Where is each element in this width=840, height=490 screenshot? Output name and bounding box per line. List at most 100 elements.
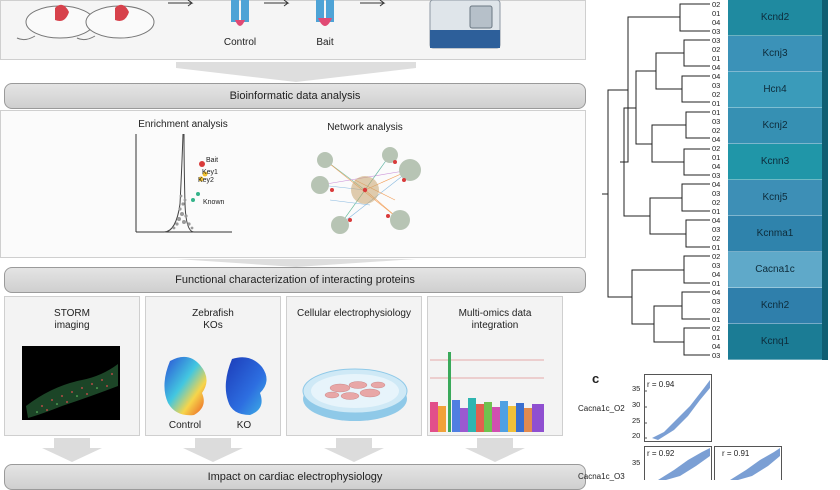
panel-letter: c [592, 371, 600, 386]
scatter-plot [714, 446, 782, 480]
gene-label: Kcnj3 [762, 48, 788, 59]
multiomics-title: Multi-omics data integration [458, 308, 532, 331]
replicate-label: 01 [712, 207, 721, 216]
zebrafish-control-label: Control [168, 420, 202, 431]
y-tick: 35 [632, 384, 641, 393]
replicate-label: 04 [712, 18, 721, 27]
replicate-label: 01 [712, 333, 721, 342]
manhattan-plot [430, 352, 544, 432]
gene-block: Kcnd2 [728, 0, 822, 36]
replicate-label: 01 [712, 315, 721, 324]
replicate-label: 02 [712, 90, 721, 99]
replicate-label: 01 [712, 54, 721, 63]
replicate-label: 04 [712, 162, 721, 171]
replicate-label: 04 [712, 63, 721, 72]
gene-block: Kcnn3 [728, 144, 822, 180]
replicate-label: 01 [712, 108, 721, 117]
volcano-known-label: Known [203, 199, 225, 206]
replicate-label: 04 [712, 288, 721, 297]
replicate-label: 03 [712, 261, 721, 270]
zebrafish-ko-heart [225, 357, 267, 415]
replicate-label: 02 [712, 306, 721, 315]
replicate-label: 01 [712, 279, 721, 288]
control-protein-icon [231, 0, 249, 26]
network-graph [311, 147, 421, 234]
down-arrow-icon [176, 259, 416, 267]
replicate-label: 02 [712, 126, 721, 135]
gene-block: Kcnq1 [728, 324, 822, 360]
zebrafish-ko-label: KO [236, 420, 252, 431]
replicate-label: 03 [712, 297, 721, 306]
replicate-label: 03 [712, 27, 721, 36]
storm-image [22, 346, 120, 420]
control-label: Control [223, 37, 257, 48]
gene-block: Kcnj2 [728, 108, 822, 144]
scatter-plot [644, 374, 712, 442]
gene-label: Kcnj2 [762, 120, 788, 131]
r-value: r = 0.91 [722, 449, 750, 458]
down-arrow-icon [42, 438, 102, 462]
replicate-label: 01 [712, 99, 721, 108]
replicate-label: 03 [712, 171, 721, 180]
scatter-plot [644, 446, 712, 480]
bioinformatic-bar: Bioinformatic data analysis [4, 83, 586, 109]
volcano-key2-label: Key2 [198, 177, 214, 184]
volcano-plot [135, 134, 232, 233]
replicate-label: 03 [712, 117, 721, 126]
replicate-label: 04 [712, 342, 721, 351]
replicate-label: 02 [712, 252, 721, 261]
replicate-label: 03 [712, 225, 721, 234]
dendrogram-tree [602, 3, 710, 356]
replicate-label: 03 [712, 81, 721, 90]
gene-label: Kcnma1 [756, 228, 794, 239]
replicate-label: 04 [712, 270, 721, 279]
functional-bar: Functional characterization of interacti… [4, 267, 586, 293]
gene-block: Kcnj3 [728, 36, 822, 72]
mice-illustration [16, 4, 155, 41]
replicate-label: 03 [712, 189, 721, 198]
replicate-label: 02 [712, 198, 721, 207]
replicate-label: 02 [712, 45, 721, 54]
volcano-key1-label: Key1 [202, 169, 218, 176]
arrow-icon [168, 0, 194, 7]
replicate-label: 01 [712, 9, 721, 18]
correlation-row-label: Cacna1c_O2 [578, 404, 625, 413]
bait-label: Bait [316, 37, 334, 48]
replicate-label: 04 [712, 180, 721, 189]
gene-label: Kcnn3 [760, 156, 790, 167]
down-arrow-icon [324, 438, 384, 462]
volcano-bait-label: Bait [206, 157, 219, 164]
y-tick: 30 [632, 400, 641, 409]
gene-strip-edge [822, 0, 828, 360]
replicate-label: 01 [712, 153, 721, 162]
down-arrow-icon [176, 62, 416, 82]
network-title: Network analysis [327, 122, 403, 133]
petri-dish-illustration [302, 368, 408, 421]
gene-label: Cacna1c [755, 264, 795, 275]
replicate-label: 02 [712, 144, 721, 153]
replicate-label: 04 [712, 135, 721, 144]
enrichment-title: Enrichment analysis [138, 119, 228, 130]
replicate-label: 01 [712, 243, 721, 252]
arrow-icon [264, 0, 290, 7]
replicate-label: 03 [712, 36, 721, 45]
gene-block: Kcnma1 [728, 216, 822, 252]
y-tick: 25 [632, 416, 641, 425]
replicate-label: 03 [712, 351, 721, 360]
impact-bar-label: Impact on cardiac electrophysiology [207, 471, 383, 483]
replicate-label: 04 [712, 72, 721, 81]
gene-block: Cacna1c [728, 252, 822, 288]
gene-block: Kcnh2 [728, 288, 822, 324]
arrow-icon [360, 0, 386, 7]
r-value: r = 0.92 [647, 449, 675, 458]
gene-label: Kcnq1 [760, 336, 790, 347]
replicate-label: 02 [712, 0, 721, 9]
r-value: r = 0.94 [647, 380, 675, 389]
replicate-label: 04 [712, 216, 721, 225]
correlation-row-label: Cacna1c_O3 [578, 472, 625, 481]
bait-protein-icon [316, 0, 334, 26]
gene-label: Hcn4 [763, 84, 787, 95]
y-tick: 35 [632, 458, 641, 467]
down-arrow-icon [465, 438, 525, 462]
replicate-label: 02 [712, 234, 721, 243]
